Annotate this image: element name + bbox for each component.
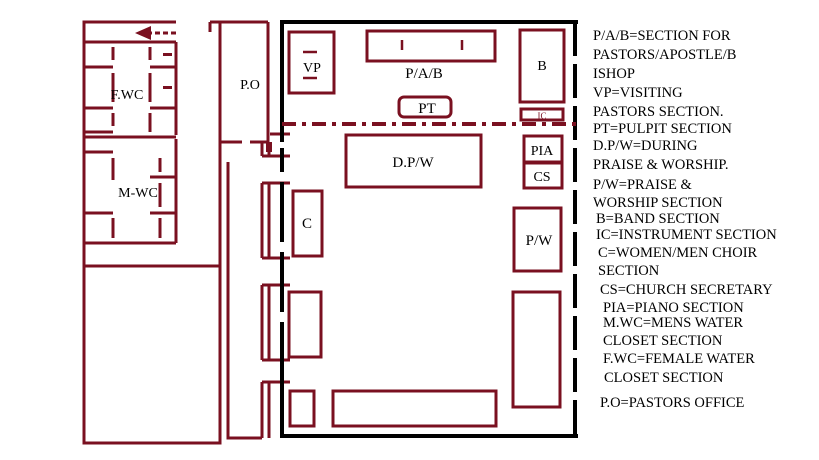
piano-label: PIA: [531, 144, 554, 159]
choir-label: C: [302, 216, 312, 232]
female-wc-label: F.WC: [111, 88, 144, 103]
dpw-box: [344, 133, 483, 189]
male-wc-label: M-WC: [118, 186, 158, 201]
pw-label: P/W: [526, 233, 554, 249]
pab-box: [365, 29, 497, 63]
pab-label: P/A/B: [405, 66, 443, 82]
pew-block: [331, 389, 498, 428]
pastors-office-label: P.O: [240, 78, 260, 93]
pulpit-box: [397, 95, 453, 119]
fwc-fixture: [163, 86, 172, 89]
pew-block: [288, 389, 316, 428]
choir-box: [291, 189, 324, 258]
wall-stub: [266, 142, 272, 152]
vp-label: VP: [303, 61, 321, 76]
side-door-frame: [226, 162, 262, 440]
entrance-arrow-icon: [135, 26, 176, 40]
vp-box: [287, 30, 336, 95]
annex-top-wall: [82, 20, 176, 44]
pew-block: [287, 290, 323, 359]
lower-hall-wall: [82, 243, 222, 445]
band-box: [518, 28, 566, 104]
ic-box: [519, 107, 565, 122]
fwc-fixture: [163, 53, 172, 56]
ic-label: IC: [538, 111, 547, 121]
dpw-label: D.P/W: [392, 155, 434, 171]
cs-box: [522, 161, 564, 190]
pew-block: [511, 290, 562, 409]
pw-box: [512, 206, 563, 273]
cs-label: CS: [533, 170, 550, 185]
band-label: B: [537, 59, 546, 74]
pulpit-label: PT: [418, 101, 436, 117]
